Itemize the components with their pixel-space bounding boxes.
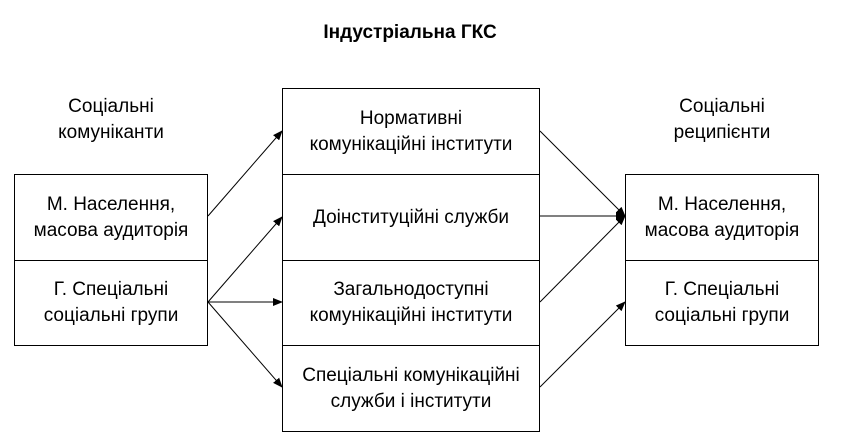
center-box-pre-institutional-services: Доінституційні служби bbox=[282, 174, 540, 261]
center-box-public-institutes: Загальнодоступні комунікаційні інститути bbox=[282, 260, 540, 346]
arrow-public-to-mass bbox=[539, 215, 626, 303]
center-box-normative-institutes: Нормативні комунікаційні інститути bbox=[282, 88, 540, 175]
arrow-mass-to-normative bbox=[207, 130, 283, 217]
diagram-title: Індустріальна ГКС bbox=[323, 22, 497, 43]
left-box-mass-audience: М. Населення, масова аудиторія bbox=[14, 174, 208, 261]
right-box-mass-audience: М. Населення, масова аудиторія bbox=[625, 174, 819, 261]
left-box-special-groups: Г. Спеціальні соціальні групи bbox=[14, 260, 208, 346]
arrow-groups-to-special bbox=[207, 301, 283, 388]
arrow-special-to-groups bbox=[539, 301, 626, 388]
right-heading: Соціальні реципієнти bbox=[673, 96, 771, 143]
center-box-special-services: Спеціальні комунікаційні служби і інстит… bbox=[282, 345, 540, 432]
left-heading: Соціальні комуніканти bbox=[58, 96, 164, 143]
right-box-special-groups: Г. Спеціальні соціальні групи bbox=[625, 260, 819, 346]
arrow-normative-to-mass bbox=[539, 130, 626, 217]
arrow-groups-to-preinstitutional bbox=[207, 216, 283, 303]
